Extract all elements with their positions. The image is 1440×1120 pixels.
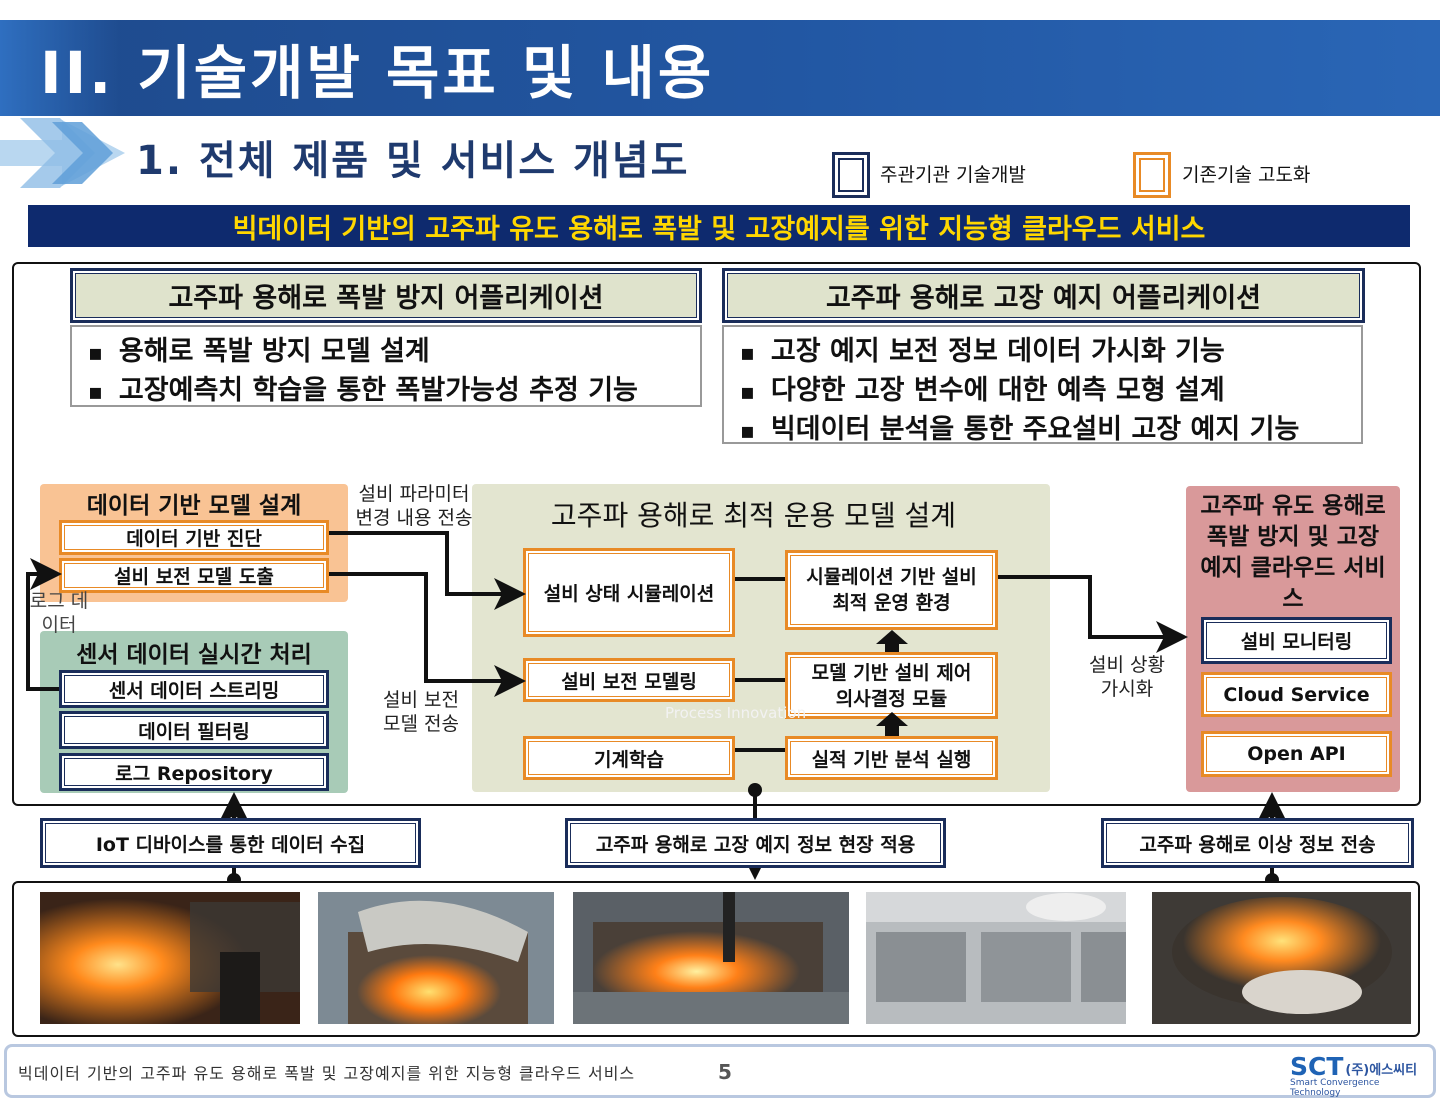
page-number: 5: [718, 1060, 732, 1084]
watermark-text: Process Innovation: [665, 704, 807, 722]
page-title: II. 기술개발 목표 및 내용: [40, 39, 715, 107]
chevron-arrow-icon: [0, 118, 125, 188]
right-app-title: 고주파 용해로 고장 예지 어플리케이션: [722, 268, 1365, 323]
furnace-photo-2: [318, 892, 554, 1024]
optimal-model-title: 고주파 용해로 최적 운용 모델 설계: [550, 499, 957, 532]
company-logo: SCT (주)에스씨티 Smart Convergence Technology: [1290, 1052, 1430, 1098]
footer-bar: [4, 1044, 1436, 1098]
logo-sct-text: SCT: [1290, 1052, 1344, 1081]
data-diagnosis-box: 데이터 기반 진단: [59, 520, 329, 555]
footer-text: 빅데이터 기반의 고주파 유도 용해로 폭발 및 고장예지를 위한 지능형 클라…: [18, 1064, 636, 1083]
analysis-box: 실적 기반 분석 실행: [785, 736, 998, 780]
maint-modeling-box: 설비 보전 모델링: [523, 658, 735, 702]
visual-note: 설비 상황 가시화: [1089, 654, 1165, 700]
open-api-box: Open API: [1201, 731, 1392, 777]
logo-korean-text: (주)에스씨티: [1345, 1063, 1418, 1078]
apply-flow-box: 고주파 용해로 고장 예지 정보 현장 적용: [565, 818, 946, 868]
list-item: 빅데이터 분석을 통한 주요설비 고장 예지 기능: [740, 411, 1345, 450]
iot-flow-box: IoT 디바이스를 통한 데이터 수집: [40, 818, 421, 868]
log-repository-box: 로그 Repository: [59, 753, 329, 791]
furnace-photo-3: [573, 892, 849, 1024]
right-app-list: 고장 예지 보전 정보 데이터 가시화 기능 다양한 고장 변수에 대한 예측 …: [722, 325, 1363, 445]
list-item: 다양한 고장 변수에 대한 예측 모형 설계: [740, 372, 1345, 411]
cloud-title: 고주파 유도 용해로 폭발 방지 및 고장 예지 클라우드 서비스: [1200, 493, 1386, 612]
cloud-service-box: Cloud Service: [1201, 672, 1392, 717]
list-item: 고장 예지 보전 정보 데이터 가시화 기능: [740, 333, 1345, 372]
sim-env-box: 시뮬레이션 기반 설비 최적 운영 환경: [785, 550, 998, 630]
data-model-title: 데이터 기반 모델 설계: [86, 493, 302, 519]
service-banner: 빅데이터 기반의 고주파 유도 용해로 폭발 및 고장예지를 위한 지능형 클라…: [28, 205, 1410, 247]
maint-send-note: 설비 보전 모델 전송: [383, 689, 459, 735]
log-note: 로그 데이터: [29, 590, 89, 636]
send-flow-box: 고주파 용해로 이상 정보 전송: [1101, 818, 1414, 868]
legend-orange-swatch: [1133, 152, 1171, 198]
sim-box: 설비 상태 시뮬레이션: [523, 548, 735, 637]
left-app-list: 용해로 폭발 방지 모델 설계 고장예측치 학습을 통한 폭발가능성 추정 기능: [70, 325, 702, 407]
list-item: 고장예측치 학습을 통한 폭발가능성 추정 기능: [88, 372, 684, 411]
param-note: 설비 파라미터 변경 내용 전송: [355, 483, 473, 529]
monitoring-box: 설비 모니터링: [1201, 617, 1392, 664]
section-title: 1. 전체 제품 및 서비스 개념도: [136, 138, 690, 184]
legend-orange-label: 기존기술 고도화: [1182, 164, 1311, 186]
legend-navy-swatch: [832, 152, 870, 198]
furnace-photo-5: [1152, 892, 1411, 1024]
furnace-photo-4: [866, 892, 1126, 1024]
sensor-title: 센서 데이터 실시간 처리: [76, 642, 312, 668]
data-filtering-box: 데이터 필터링: [59, 711, 329, 749]
header-band: [0, 20, 1440, 116]
logo-subtitle: Smart Convergence Technology: [1290, 1078, 1380, 1098]
left-app-title: 고주파 용해로 폭발 방지 어플리케이션: [70, 268, 702, 323]
ml-box: 기계학습: [523, 736, 735, 780]
maintenance-model-box: 설비 보전 모델 도출: [59, 558, 329, 593]
list-item: 용해로 폭발 방지 모델 설계: [88, 333, 684, 372]
sensor-streaming-box: 센서 데이터 스트리밍: [59, 670, 329, 708]
legend-navy-label: 주관기관 기술개발: [880, 164, 1026, 186]
furnace-photo-1: [40, 892, 300, 1024]
